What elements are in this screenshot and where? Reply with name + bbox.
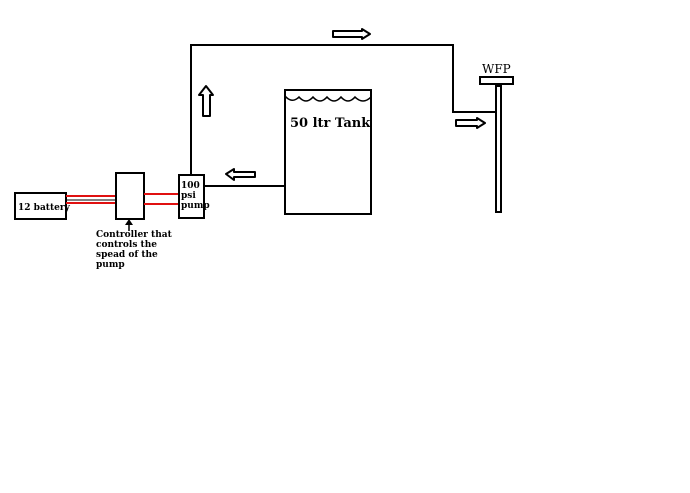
- controller-caption-line-3: spead of the: [96, 250, 158, 260]
- flow-arrow-left: [225, 168, 256, 181]
- battery-controller-wires: [66, 195, 116, 204]
- battery-label: 12 battery: [18, 203, 71, 213]
- controller-pointer-arrow: [125, 219, 133, 231]
- pump-label-line-2: psi: [181, 191, 196, 201]
- pump-label-line-1: 100: [181, 181, 200, 191]
- tank-label: 50 ltr Tank: [290, 116, 371, 131]
- battery-box: [14, 192, 67, 220]
- wfp-brush-head: [479, 76, 514, 85]
- wfp-pole: [495, 85, 502, 213]
- controller-caption-line-4: pump: [96, 260, 125, 270]
- controller-pump-wires: [144, 193, 179, 205]
- controller-caption-line-1: Controller that: [96, 230, 173, 240]
- delivery-pipe: [190, 44, 498, 175]
- tank-water-surface: [284, 95, 372, 102]
- pump-label-line-3: pump: [181, 201, 210, 211]
- pump-label: 100 psi pump: [181, 181, 210, 211]
- flow-arrow-right-pole: [455, 117, 486, 129]
- controller-box: [115, 172, 145, 220]
- controller-caption-line-2: controls the: [96, 240, 157, 250]
- wfp-label: WFP: [482, 62, 511, 76]
- flow-arrow-up: [198, 85, 214, 117]
- pump-box: [178, 174, 205, 219]
- tank-box: [284, 89, 372, 215]
- flow-arrow-right-top: [332, 28, 371, 40]
- controller-caption: Controller that controls the spead of th…: [96, 230, 175, 270]
